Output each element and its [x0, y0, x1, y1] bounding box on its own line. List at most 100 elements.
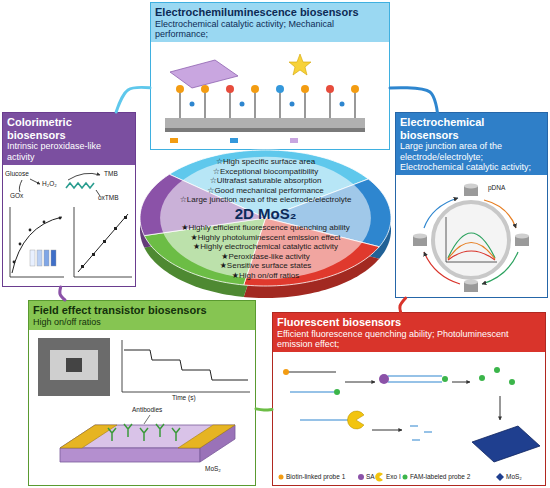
legend-icon — [403, 475, 408, 480]
step-arrow — [424, 198, 458, 228]
ring-connector — [256, 409, 272, 410]
box-body: Intrinsic peroxidase-like activity — [7, 141, 131, 162]
electrode — [413, 236, 427, 246]
box-heading: Electrochemiluminescence biosensors — [155, 6, 385, 19]
data-point — [43, 221, 46, 224]
plot-axes — [74, 207, 132, 277]
fragments — [410, 426, 432, 440]
reaction-arrow — [19, 180, 22, 192]
light-emission — [289, 54, 311, 75]
electrode-top — [515, 234, 529, 239]
step-arrow — [484, 200, 516, 228]
box-body: Large junction area of the electrode/ele… — [400, 141, 543, 172]
legend-swatch — [170, 138, 178, 143]
property-item: ★Peroxidase-like activity — [138, 252, 393, 262]
electrochemical-illustration — [413, 184, 529, 293]
tag-particle — [176, 85, 184, 93]
property-item: ☆Exceptional biocompatibility — [138, 167, 393, 177]
device-chip — [66, 358, 82, 372]
substrate-side — [200, 425, 235, 462]
drain-electrode — [178, 425, 235, 448]
ring-connector — [390, 88, 437, 112]
fet-illustration — [38, 338, 250, 462]
cuvette — [44, 250, 49, 266]
electrode — [464, 282, 478, 292]
reaction-arrow — [96, 190, 100, 196]
ring-connector — [116, 88, 150, 112]
voltammogram — [448, 243, 495, 260]
data-point — [81, 265, 84, 268]
box-body: Efficient fluorescence quenching ability… — [277, 329, 541, 350]
mos2-channel — [60, 425, 235, 448]
tag-particle — [301, 85, 309, 93]
tag-particle — [276, 85, 284, 93]
probe-dot — [190, 102, 195, 107]
probe-strand — [290, 391, 334, 392]
legend-icon — [496, 473, 504, 481]
data-point — [59, 217, 62, 220]
tag-particle — [201, 85, 209, 93]
mos2-sheet — [66, 183, 94, 188]
electrode-top — [413, 234, 427, 239]
tag-particle — [251, 85, 259, 93]
data-point — [114, 227, 117, 230]
device-photo — [38, 338, 110, 396]
cuvette — [30, 250, 35, 266]
ring-connector — [400, 298, 406, 312]
data-point — [29, 229, 32, 232]
step-arrow — [424, 252, 460, 284]
streptavidin — [379, 374, 389, 384]
mos2-sheet — [472, 426, 540, 462]
substrate-front — [60, 448, 200, 462]
dna-strands — [180, 92, 355, 118]
data-point — [103, 240, 106, 243]
legend-icon — [375, 473, 383, 482]
fam-tag — [494, 367, 500, 373]
current-trace — [124, 350, 248, 380]
source-electrode — [60, 425, 117, 448]
device-photo-board — [50, 350, 98, 380]
probe-strand — [300, 419, 348, 420]
electrode-top — [464, 184, 478, 189]
ring-connector — [60, 287, 65, 300]
plot-curve — [12, 217, 62, 273]
box-heading: Colorimetric biosensors — [7, 116, 131, 141]
property-item: ★Highly photoluminescent emission effect — [138, 233, 393, 243]
legend-swatch — [230, 138, 238, 143]
property-item: ☆Ultrafast saturable absorption — [138, 176, 393, 186]
property-item: ☆Good mechanical performance — [138, 186, 393, 196]
fam-tag — [479, 375, 485, 381]
step-arrow — [482, 252, 518, 284]
step-arrow — [372, 430, 402, 431]
electrode-base — [165, 128, 365, 132]
biotin-tag — [283, 369, 289, 375]
ecl-illustration — [165, 54, 365, 143]
nanosheet — [170, 60, 238, 88]
duplex-strand — [388, 376, 442, 382]
probe-dot — [340, 102, 345, 107]
tag-particle — [226, 85, 234, 93]
voltammogram — [448, 251, 495, 260]
reaction-arrow — [30, 179, 40, 184]
center-title: 2D MoS₂ — [138, 205, 393, 223]
antibody-symbols — [108, 424, 180, 441]
plot-axes — [446, 217, 497, 262]
leader-line — [144, 415, 150, 424]
tag-particle — [326, 85, 334, 93]
legend-swatch — [290, 138, 298, 143]
electrode — [464, 186, 478, 196]
fluorescent-illustration — [279, 367, 541, 482]
application-box: Electrochemiluminescence biosensorsElect… — [150, 2, 390, 150]
electrode — [515, 236, 529, 246]
cuvette — [51, 250, 56, 266]
plot-axes — [122, 340, 250, 392]
property-item: ☆Large junction area of the electrode/el… — [138, 195, 393, 205]
data-point — [124, 216, 127, 219]
fit-line — [78, 214, 128, 272]
property-item: ★Sensitive surface states — [138, 261, 393, 271]
probe-strand — [288, 371, 336, 372]
box-body: Electrochemical catalytic activity; Mech… — [155, 19, 385, 40]
fam-tag — [442, 376, 448, 382]
property-item: ☆High specific surface area — [138, 157, 393, 167]
